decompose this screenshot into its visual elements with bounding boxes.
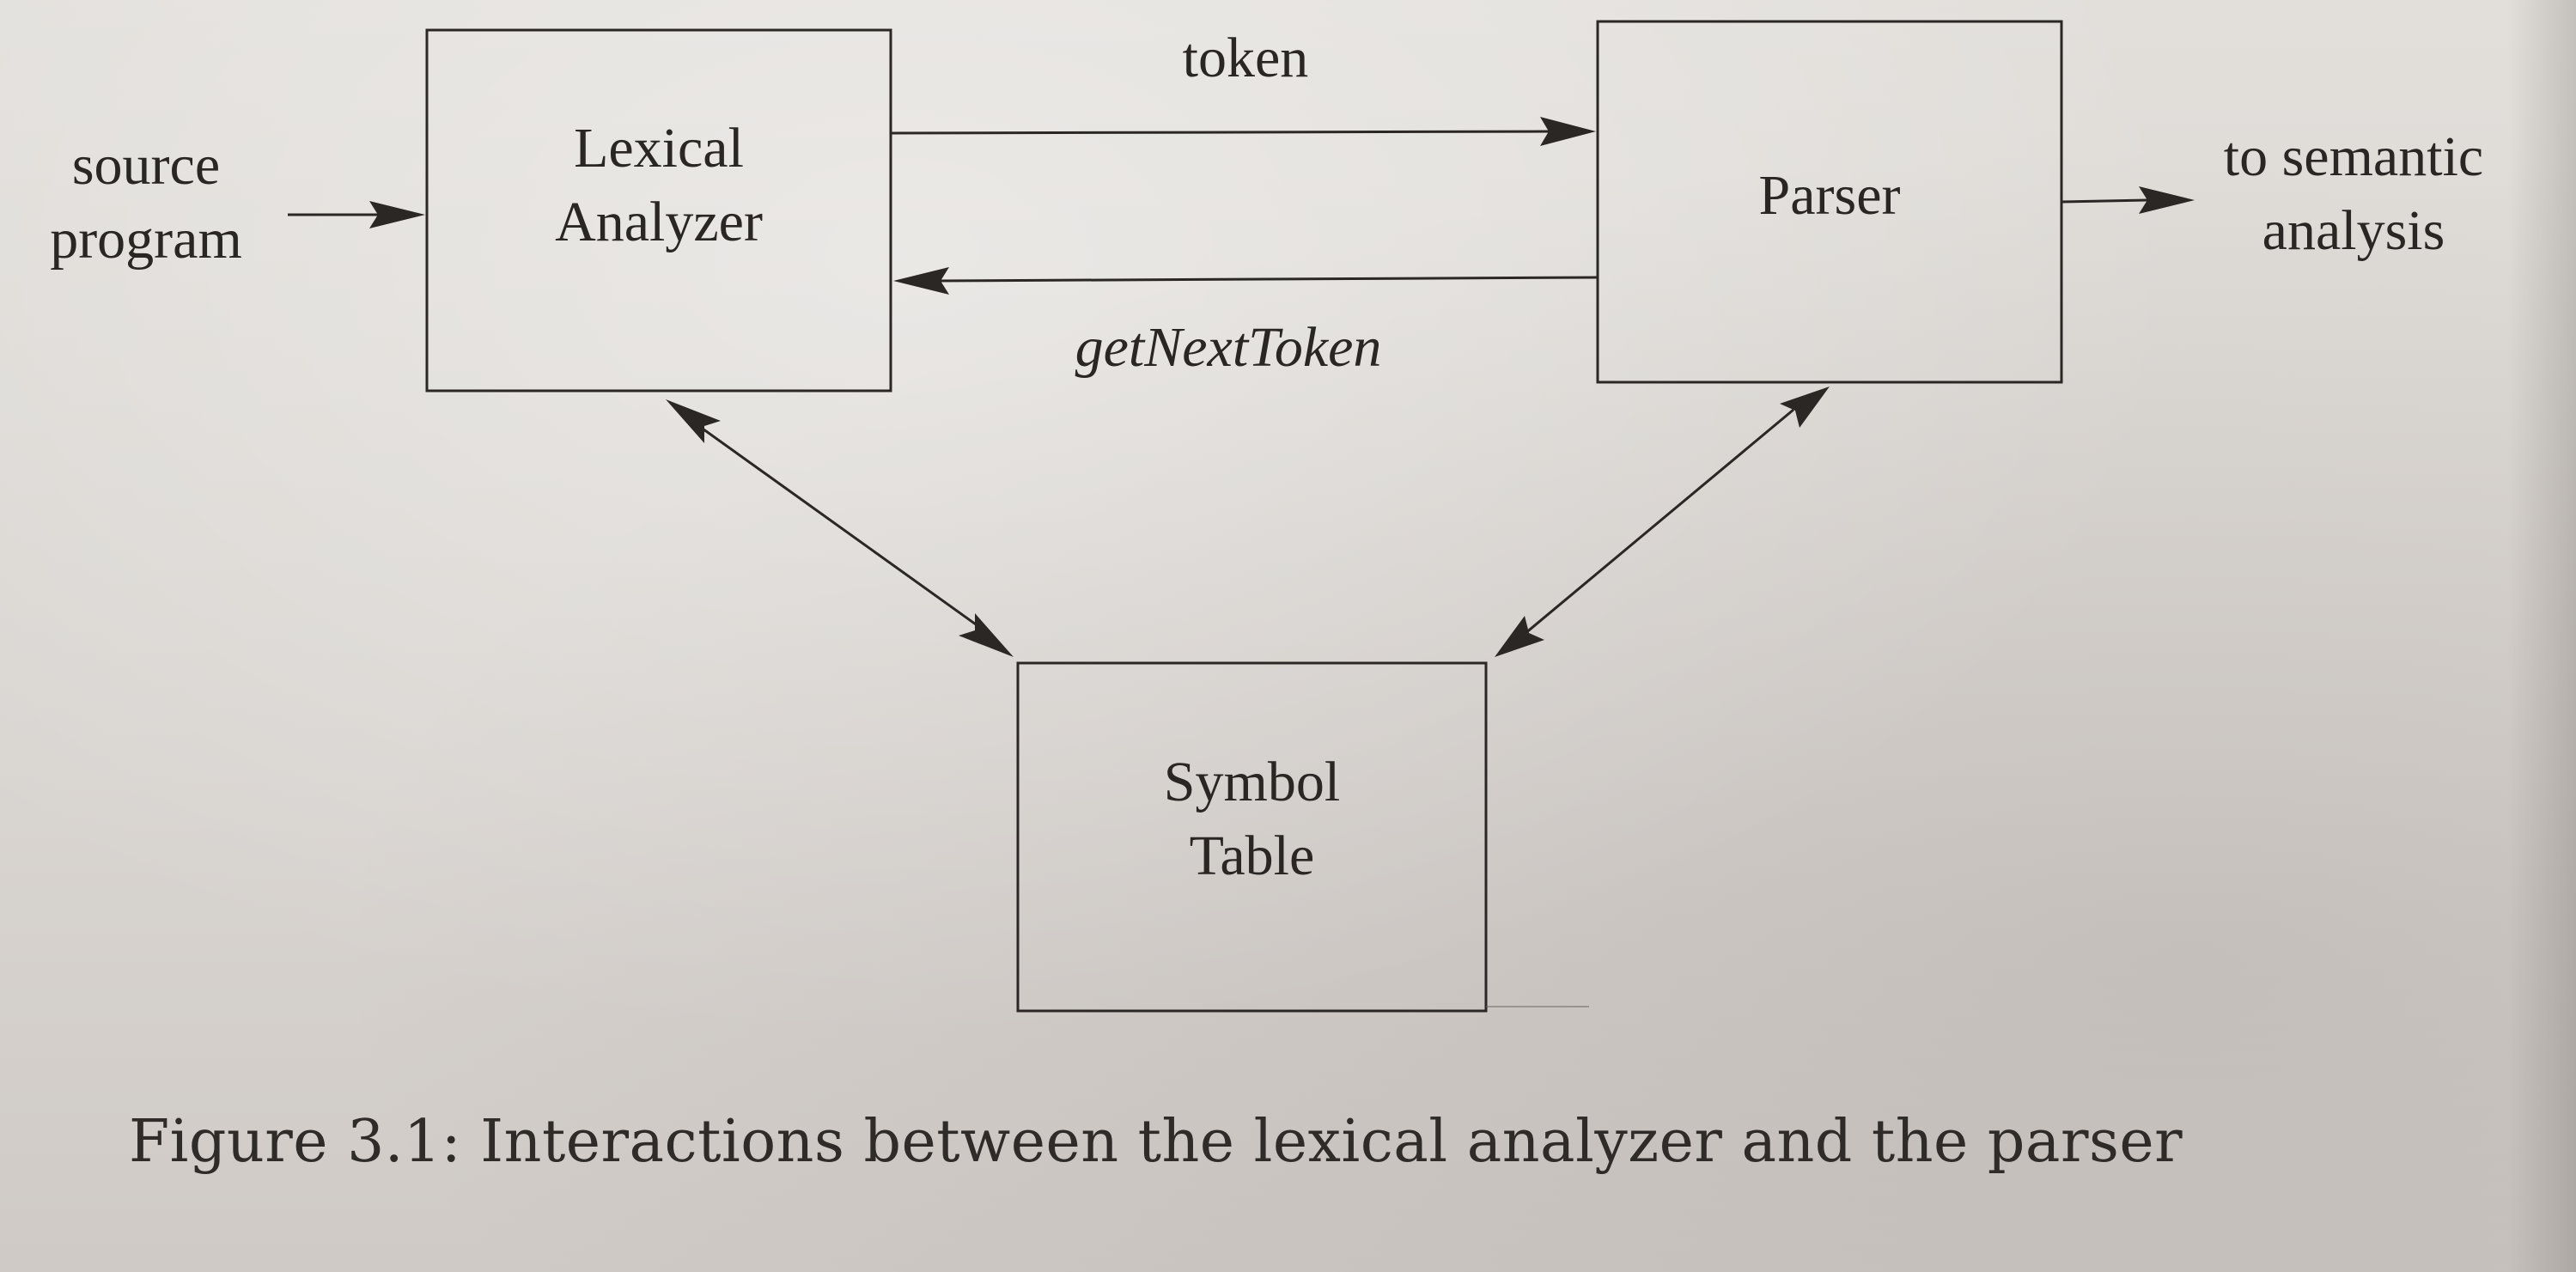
token-label: token xyxy=(1074,21,1417,95)
parser-text: Parser xyxy=(1758,164,1901,227)
get-next-token-text: getNextToken xyxy=(1075,316,1382,379)
symbol-table-box xyxy=(1016,661,1488,1013)
parser-label: Parser xyxy=(1598,159,2061,233)
get-next-token-arrow xyxy=(893,267,1599,295)
token-text: token xyxy=(1182,27,1309,89)
get-next-token-label: getNextToken xyxy=(1005,311,1452,385)
lexer-symbol-table-arrow xyxy=(666,399,1014,657)
page-edge-shadow xyxy=(2507,0,2576,1272)
token-arrow xyxy=(890,117,1596,146)
parser-to-semantic-arrow xyxy=(2061,186,2195,214)
figure-caption: Figure 3.1: Interactions between the lex… xyxy=(129,1108,2183,1176)
source-to-lexer-arrow xyxy=(288,201,425,228)
parser-symbol-table-arrow xyxy=(1495,386,1830,657)
lexical-analyzer-box xyxy=(425,28,892,393)
